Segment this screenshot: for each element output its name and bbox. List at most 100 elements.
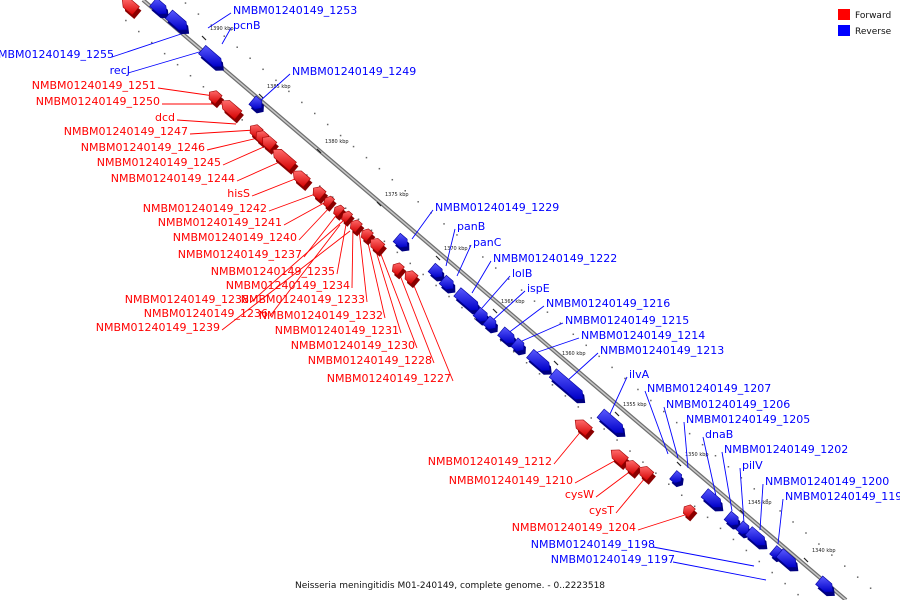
- gene-label-panc[interactable]: panC: [473, 236, 502, 249]
- gene-label-nmbm01240149-1234[interactable]: NMBM01240149_1234: [226, 279, 350, 292]
- gene-label-nmbm01240149-1197[interactable]: NMBM01240149_1197: [551, 553, 675, 566]
- forward-gene-block[interactable]: [333, 204, 346, 218]
- gene-label-cysw[interactable]: cysW: [565, 488, 594, 501]
- reverse-gene-block[interactable]: [164, 9, 188, 31]
- forward-gene-block[interactable]: [639, 466, 655, 482]
- forward-gene-block[interactable]: [323, 195, 336, 209]
- gene-label-nmbm01240149-1227[interactable]: NMBM01240149_1227: [327, 372, 451, 385]
- gene-label-nmbm01240149-1232[interactable]: NMBM01240149_1232: [259, 309, 383, 322]
- forward-gene-block[interactable]: [625, 460, 641, 476]
- gene-label-nmbm01240149-1238[interactable]: NMBM01240149_1238: [125, 293, 249, 306]
- gene-label-nmbm01240149-1242[interactable]: NMBM01240149_1242: [143, 202, 267, 215]
- reverse-gene-block[interactable]: [735, 520, 750, 535]
- reverse-gene-block[interactable]: [149, 0, 168, 15]
- gene-label-nmbm01240149-1240[interactable]: NMBM01240149_1240: [173, 231, 297, 244]
- reverse-gene-block[interactable]: [526, 348, 551, 372]
- gene-label-nmbm01240149-1239[interactable]: NMBM01240149_1239: [96, 321, 220, 334]
- gene-label-hiss[interactable]: hisS: [227, 187, 250, 200]
- reverse-gene-block[interactable]: [510, 337, 525, 352]
- gene-label-dnab[interactable]: dnaB: [705, 428, 733, 441]
- forward-gene-block[interactable]: [610, 449, 629, 467]
- gene-label-nmbm01240149-1216[interactable]: NMBM01240149_1216: [546, 297, 670, 310]
- gene-label-nmbm01240149-1213[interactable]: NMBM01240149_1213: [600, 344, 724, 357]
- gene-label-dcd[interactable]: dcd: [155, 111, 175, 124]
- reverse-gene-block[interactable]: [775, 548, 797, 568]
- gene-label-nmbm01240149-1231[interactable]: NMBM01240149_1231: [275, 324, 399, 337]
- forward-gene-block[interactable]: [404, 270, 419, 285]
- forward-gene-block[interactable]: [208, 90, 223, 105]
- gene-label-nmbm01240149-1236[interactable]: NMBM01240149_1236: [144, 307, 268, 320]
- gene-label-nmbm01240149-1215[interactable]: NMBM01240149_1215: [565, 314, 689, 327]
- gene-label-lolb[interactable]: lolB: [512, 267, 532, 280]
- reverse-gene-block[interactable]: [472, 306, 488, 322]
- gene-label-pcnb[interactable]: pcnB: [233, 19, 261, 32]
- forward-gene-block[interactable]: [360, 228, 374, 242]
- forward-gene-block[interactable]: [341, 210, 354, 224]
- forward-gene-block[interactable]: [349, 219, 363, 233]
- reverse-gene-block[interactable]: [427, 262, 443, 278]
- reverse-gene-block[interactable]: [453, 287, 479, 311]
- gene-label-nmbm01240149-1199[interactable]: NMBM01240149_1199: [785, 490, 900, 503]
- gene-labels: NMBM01240149_1251NMBM01240149_1250dcdNMB…: [0, 4, 900, 566]
- gene-label-panb[interactable]: panB: [457, 220, 485, 233]
- reverse-gene-block[interactable]: [700, 488, 722, 508]
- gene-label-nmbm01240149-1210[interactable]: NMBM01240149_1210: [449, 474, 573, 487]
- reverse-gene-block[interactable]: [248, 95, 263, 110]
- gene-label-nmbm01240149-1212[interactable]: NMBM01240149_1212: [428, 455, 552, 468]
- forward-gene-block[interactable]: [312, 186, 327, 201]
- forward-gene-block[interactable]: [370, 238, 386, 254]
- reverse-gene-block[interactable]: [744, 526, 766, 546]
- gene-label-nmbm01240149-1229[interactable]: NMBM01240149_1229: [435, 201, 559, 214]
- gene-label-nmbm01240149-1207[interactable]: NMBM01240149_1207: [647, 382, 771, 395]
- gene-label-ispe[interactable]: ispE: [527, 282, 550, 295]
- gene-label-cyst[interactable]: cysT: [589, 504, 614, 517]
- gene-label-ilva[interactable]: ilvA: [629, 368, 650, 381]
- gene-label-nmbm01240149-1235[interactable]: NMBM01240149_1235: [211, 265, 335, 278]
- gene-label-nmbm01240149-1233[interactable]: NMBM01240149_1233: [241, 293, 365, 306]
- reverse-gene-block[interactable]: [669, 470, 683, 484]
- gene-label-nmbm01240149-1198[interactable]: NMBM01240149_1198: [531, 538, 655, 551]
- reverse-gene-block[interactable]: [392, 232, 408, 248]
- reverse-gene-block[interactable]: [723, 510, 739, 526]
- gene-label-nmbm01240149-1245[interactable]: NMBM01240149_1245: [97, 156, 221, 169]
- gene-label-nmbm01240149-1205[interactable]: NMBM01240149_1205: [686, 413, 810, 426]
- gene-label-nmbm01240149-1237[interactable]: NMBM01240149_1237: [178, 248, 302, 261]
- gene-label-nmbm01240149-1247[interactable]: NMBM01240149_1247: [64, 125, 188, 138]
- reverse-gene-block[interactable]: [438, 274, 454, 290]
- gene-label-nmbm01240149-1206[interactable]: NMBM01240149_1206: [666, 398, 790, 411]
- gene-label-nmbm01240149-1204[interactable]: NMBM01240149_1204: [512, 521, 636, 534]
- gene-label-nmbm01240149-1251[interactable]: NMBM01240149_1251: [32, 79, 156, 92]
- forward-gene-block[interactable]: [292, 170, 311, 188]
- gene-label-nmbm01240149-1230[interactable]: NMBM01240149_1230: [291, 339, 415, 352]
- forward-gene-block[interactable]: [391, 262, 405, 276]
- gene-label-nmbm01240149-1244[interactable]: NMBM01240149_1244: [111, 172, 235, 185]
- forward-gene-block[interactable]: [272, 148, 297, 172]
- gene-label-nmbm01240149-1228[interactable]: NMBM01240149_1228: [308, 354, 432, 367]
- reverse-gene-block[interactable]: [198, 44, 223, 68]
- gene-label-nmbm01240149-1253[interactable]: NMBM01240149_1253: [233, 4, 357, 17]
- reverse-gene-block[interactable]: [497, 326, 516, 344]
- gene-label-nmbm01240149-1246[interactable]: NMBM01240149_1246: [81, 141, 205, 154]
- gene-label-nmbm01240149-1250[interactable]: NMBM01240149_1250: [36, 95, 160, 108]
- forward-gene-block[interactable]: [574, 419, 593, 437]
- reverse-gene-block[interactable]: [596, 408, 624, 434]
- forward-gene-block[interactable]: [249, 124, 264, 139]
- forward-gene-block[interactable]: [121, 0, 140, 16]
- gene-label-nmbm01240149-1222[interactable]: NMBM01240149_1222: [493, 252, 617, 265]
- gene-label-nmbm01240149-1202[interactable]: NMBM01240149_1202: [724, 443, 848, 456]
- forward-gene-block[interactable]: [221, 100, 243, 120]
- gene-label-nmbm01240149-1249[interactable]: NMBM01240149_1249: [292, 65, 416, 78]
- reverse-gene-block[interactable]: [482, 315, 497, 330]
- gene-label-nmbm01240149-1241[interactable]: NMBM01240149_1241: [158, 216, 282, 229]
- ruler-dot: [668, 483, 670, 485]
- reverse-gene-block[interactable]: [548, 368, 584, 400]
- forward-gene-block[interactable]: [682, 504, 696, 518]
- gene-label-recj[interactable]: recJ: [110, 64, 130, 77]
- tick-label: 1385 kbp: [267, 84, 291, 90]
- gene-label-nmbm01240149-1200[interactable]: NMBM01240149_1200: [765, 475, 889, 488]
- gene-label-pilv[interactable]: pilV: [742, 459, 763, 472]
- gene-label-nmbm01240149-1255[interactable]: NMBM01240149_1255: [0, 48, 114, 61]
- forward-gene-block[interactable]: [262, 136, 278, 152]
- reverse-gene-block[interactable]: [815, 575, 834, 593]
- gene-label-nmbm01240149-1214[interactable]: NMBM01240149_1214: [581, 329, 705, 342]
